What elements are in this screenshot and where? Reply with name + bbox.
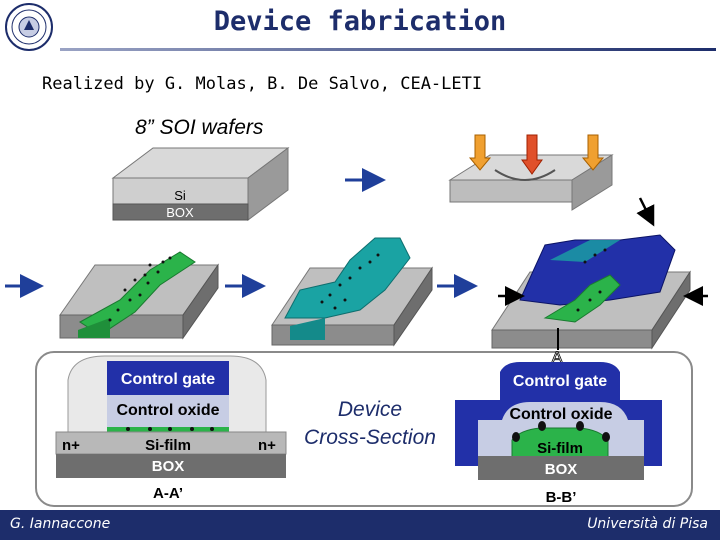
left-n-plus-label: n+ (62, 437, 80, 454)
fabrication-figure: Si BOX (5, 134, 708, 507)
cross-section-frame (35, 351, 693, 507)
title-divider (60, 48, 716, 51)
arrow-down-icon (636, 197, 655, 227)
right-box-label: BOX (545, 461, 578, 478)
footer-author: G. Iannaccone (10, 516, 111, 532)
university-seal-icon (5, 3, 53, 51)
arrow-down-icon (521, 134, 543, 175)
right-si-film-label: Si-film (537, 440, 583, 457)
footer-institution: Università di Pisa (587, 516, 708, 532)
wafer-label: 8” SOI wafers (135, 116, 264, 139)
cross-section-title-line2: Cross-Section (304, 426, 436, 449)
left-si-film-label: Si-film (145, 437, 191, 454)
credits-line: Realized by G. Molas, B. De Salvo, CEA-L… (42, 74, 483, 94)
footer-bar: G. Iannaccone Università di Pisa (0, 510, 720, 540)
cross-section-b-b: Control gate Control oxide Si-film BOX B… (455, 362, 662, 506)
arrow-down-icon (468, 134, 492, 171)
cross-section-title-line1: Device (338, 398, 402, 421)
arrow-down-icon (581, 134, 605, 171)
gate-deposition-diagram (491, 197, 708, 350)
si-layer-label: Si (174, 188, 186, 203)
left-control-oxide-label: Control oxide (116, 402, 219, 419)
cross-section-a-a: Control gate Control oxide n+ Si-film n+… (55, 355, 287, 502)
right-n-plus-label: n+ (258, 437, 276, 454)
section-a-a-caption: A-A’ (153, 485, 183, 502)
box-layer-label: BOX (166, 205, 194, 220)
section-b-b-caption: B-B’ (546, 489, 577, 506)
right-control-gate-label: Control gate (513, 373, 607, 390)
soi-wafer-diagram: Si BOX (111, 147, 290, 221)
left-box-label: BOX (152, 458, 185, 475)
right-control-oxide-label: Control oxide (509, 406, 612, 423)
nanocrystal-deposition-diagram (59, 251, 219, 340)
patterning-step-diagram (448, 134, 614, 211)
oxide-deposition-diagram (271, 237, 433, 347)
page-title: Device fabrication (213, 6, 507, 37)
left-control-gate-label: Control gate (121, 371, 215, 388)
